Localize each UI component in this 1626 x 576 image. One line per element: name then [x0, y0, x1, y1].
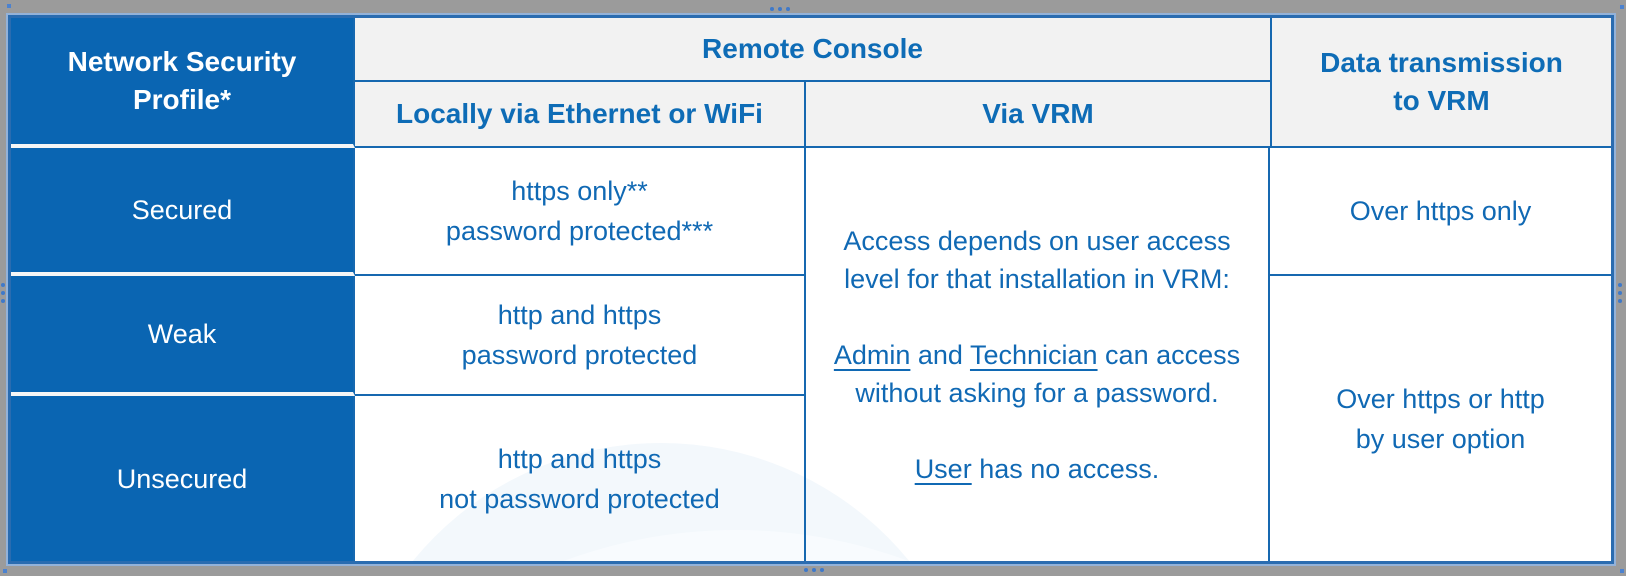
cell-secured-data-transmission[interactable]: Over https only [1270, 148, 1611, 276]
secured-local-line2: password protected*** [445, 216, 714, 246]
remote-console-label: Remote Console [702, 33, 923, 64]
cell-secured-local[interactable]: https only** password protected*** [355, 148, 806, 276]
weak-local-line1: http and https [497, 300, 662, 330]
network-security-profile-label: Network Security Profile* [67, 46, 297, 115]
cell-unsecured-label[interactable]: Unsecured [11, 396, 355, 561]
resize-grip-bottom[interactable] [804, 568, 824, 572]
via-vrm-label: Via VRM [982, 98, 1094, 129]
cell-weak-local[interactable]: http and https password protected [355, 276, 806, 396]
over-https-only-label: Over https only [1349, 196, 1532, 226]
selection-anchor-top-left[interactable] [7, 4, 11, 8]
weak-label: Weak [147, 319, 217, 349]
unsecured-label: Unsecured [116, 463, 248, 494]
selection-anchor-top-right[interactable] [1620, 5, 1624, 9]
cell-locally-via-ethernet-header[interactable]: Locally via Ethernet or WiFi [355, 82, 806, 148]
data-transmission-label-line1: Data transmission [1320, 47, 1563, 78]
over-https-http-line1: Over https or http [1336, 383, 1545, 414]
locally-via-ethernet-label: Locally via Ethernet or WiFi [396, 98, 763, 129]
cell-network-security-profile[interactable]: Network Security Profile* [11, 18, 355, 148]
technician-underlined: Technician [969, 339, 1098, 370]
vrm-access-paragraph-3: User has no access. [914, 453, 1160, 484]
cell-via-vrm-access[interactable]: Access depends on user access level for … [806, 148, 1270, 561]
weak-local-line2: password protected [461, 340, 698, 370]
network-security-table: Network Security Profile* Remote Console… [8, 15, 1614, 564]
user-underlined: User [914, 453, 972, 484]
cell-data-transmission-header[interactable]: Data transmission to VRM [1270, 18, 1611, 148]
selection-anchor-bottom-right[interactable] [1620, 569, 1624, 573]
data-transmission-label-line2: to VRM [1393, 85, 1490, 116]
admin-underlined: Admin [833, 339, 911, 370]
cell-weak-label[interactable]: Weak [11, 276, 355, 396]
vrm-access-paragraph-1: Access depends on user access level for … [843, 225, 1231, 294]
resize-grip-right[interactable] [1618, 283, 1622, 303]
over-https-http-line2: by user option [1355, 423, 1526, 454]
unsecured-local-line2: not password protected [439, 483, 720, 514]
resize-grip-left[interactable] [1, 283, 5, 303]
cell-unsecured-local[interactable]: http and https not password protected [355, 396, 806, 561]
selection-anchor-bottom-left[interactable] [3, 569, 7, 573]
resize-grip-top[interactable] [770, 7, 790, 11]
vrm-access-paragraph-2: Admin and Technician can access without … [833, 339, 1241, 408]
unsecured-local-line1: http and https [497, 443, 662, 474]
cell-via-vrm-header[interactable]: Via VRM [806, 82, 1270, 148]
cell-weak-unsecured-data-transmission[interactable]: Over https or http by user option [1270, 276, 1611, 561]
cell-secured-label[interactable]: Secured [11, 148, 355, 276]
cell-remote-console-header[interactable]: Remote Console [355, 18, 1270, 82]
secured-local-line1: https only** [511, 176, 648, 206]
secured-label: Secured [131, 195, 233, 225]
